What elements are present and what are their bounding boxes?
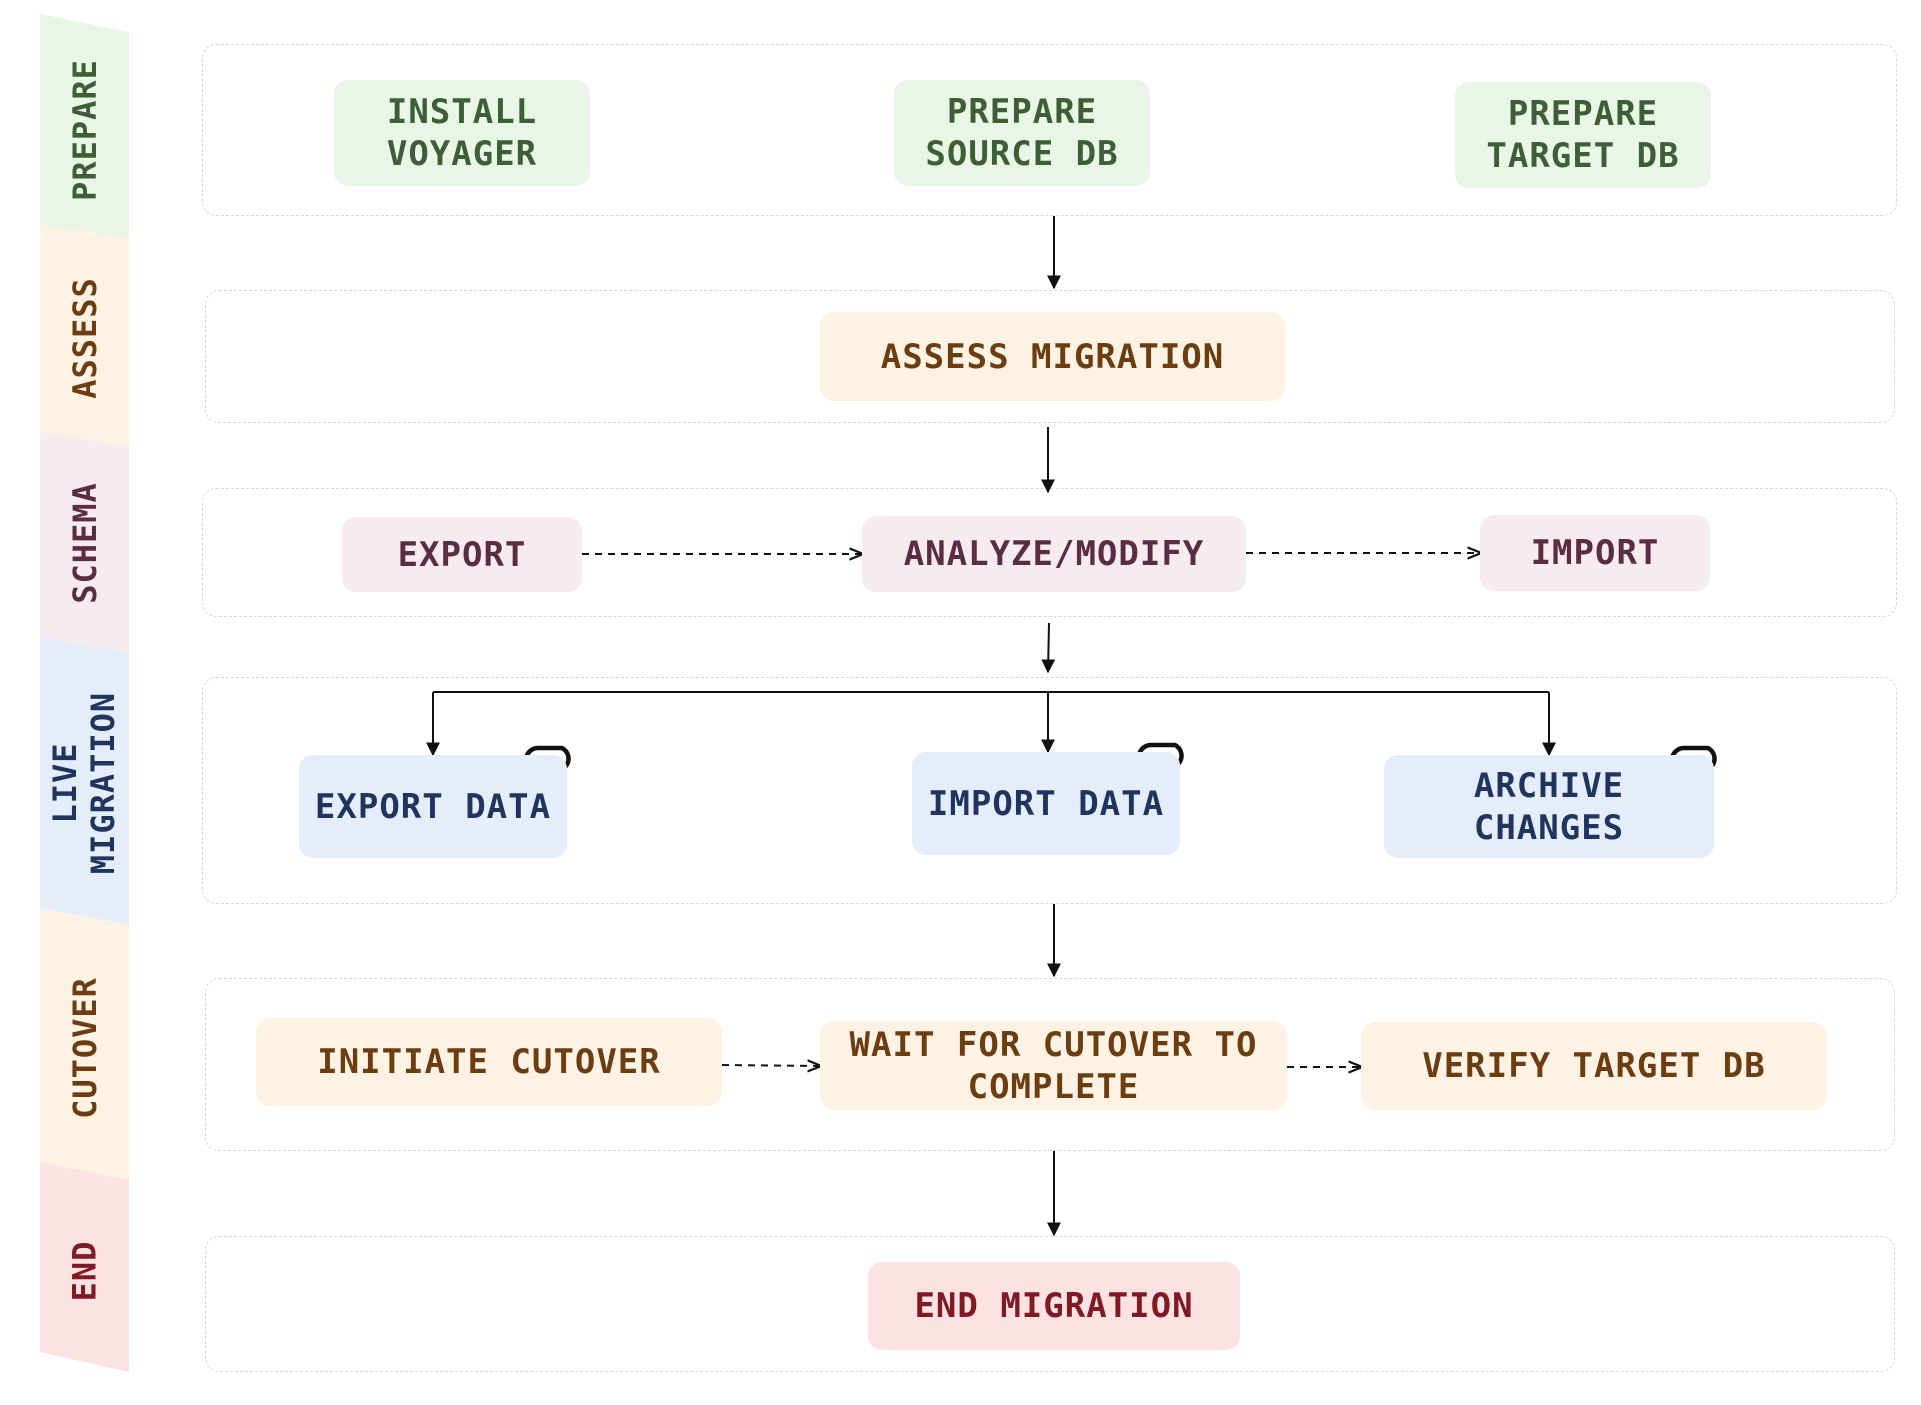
node-prepare-source-db-label: PREPARE SOURCE DB: [925, 92, 1119, 174]
stage-label-end-text: END: [65, 1240, 104, 1302]
band-end: [40, 1162, 129, 1372]
stage-label-live-migration: LIVE MIGRATION: [40, 650, 129, 915]
band-schema: [40, 432, 129, 652]
lane-end: [205, 1236, 1895, 1372]
node-end-migration: END MIGRATION: [868, 1262, 1240, 1350]
stage-label-schema-text: SCHEMA: [65, 482, 104, 604]
lane-prepare: [202, 44, 1897, 216]
node-assess-migration: ASSESS MIGRATION: [820, 312, 1285, 401]
node-initiate-cutover: INITIATE CUTOVER: [256, 1018, 722, 1106]
stage-label-schema: SCHEMA: [40, 445, 129, 641]
lane-live-migration: [202, 677, 1897, 904]
node-verify-target-db: VERIFY TARGET DB: [1361, 1022, 1827, 1110]
node-schema-import: IMPORT: [1480, 515, 1710, 591]
stage-label-live-migration-text: LIVE MIGRATION: [46, 691, 123, 874]
band-assess: [40, 225, 129, 447]
node-import-data: IMPORT DATA: [912, 752, 1180, 855]
node-schema-import-label: IMPORT: [1530, 533, 1660, 573]
node-install-voyager-label: INSTALL VOYAGER: [386, 92, 538, 174]
band-live: [40, 637, 129, 925]
node-archive-changes-label: ARCHIVE CHANGES: [1473, 765, 1625, 848]
node-end-migration-label: END MIGRATION: [914, 1286, 1194, 1326]
node-schema-export-label: EXPORT: [397, 534, 527, 575]
node-export-data: EXPORT DATA: [299, 755, 567, 858]
node-export-data-label: EXPORT DATA: [314, 786, 552, 827]
node-prepare-source-db: PREPARE SOURCE DB: [894, 80, 1150, 186]
lane-assess: [205, 290, 1895, 423]
node-initiate-cutover-label: INITIATE CUTOVER: [317, 1042, 661, 1082]
node-verify-target-db-label: VERIFY TARGET DB: [1422, 1046, 1766, 1086]
stage-label-assess-text: ASSESS: [65, 277, 104, 399]
lane-cutover: [205, 978, 1895, 1151]
band-cutover: [40, 908, 129, 1180]
node-assess-migration-label: ASSESS MIGRATION: [880, 336, 1225, 377]
stage-label-cutover-text: CUTOVER: [65, 976, 104, 1119]
node-prepare-target-db-label: PREPARE TARGET DB: [1486, 94, 1680, 176]
node-prepare-target-db: PREPARE TARGET DB: [1455, 82, 1711, 188]
band-prepare: [40, 14, 129, 238]
node-archive-changes: ARCHIVE CHANGES: [1384, 755, 1714, 858]
stage-label-prepare: PREPARE: [40, 32, 129, 228]
node-import-data-label: IMPORT DATA: [927, 783, 1165, 824]
stage-label-cutover: CUTOVER: [40, 925, 129, 1170]
node-schema-analyze-modify: ANALYZE/MODIFY: [862, 516, 1246, 592]
node-wait-for-cutover: WAIT FOR CUTOVER TO COMPLETE: [820, 1021, 1287, 1110]
stage-label-prepare-text: PREPARE: [65, 59, 104, 201]
node-schema-analyze-modify-label: ANALYZE/MODIFY: [903, 534, 1205, 574]
node-schema-export: EXPORT: [342, 517, 582, 592]
node-install-voyager: INSTALL VOYAGER: [334, 80, 590, 186]
node-wait-for-cutover-label: WAIT FOR CUTOVER TO COMPLETE: [849, 1024, 1258, 1107]
stage-label-end: END: [40, 1180, 129, 1362]
stage-label-assess: ASSESS: [40, 238, 129, 438]
